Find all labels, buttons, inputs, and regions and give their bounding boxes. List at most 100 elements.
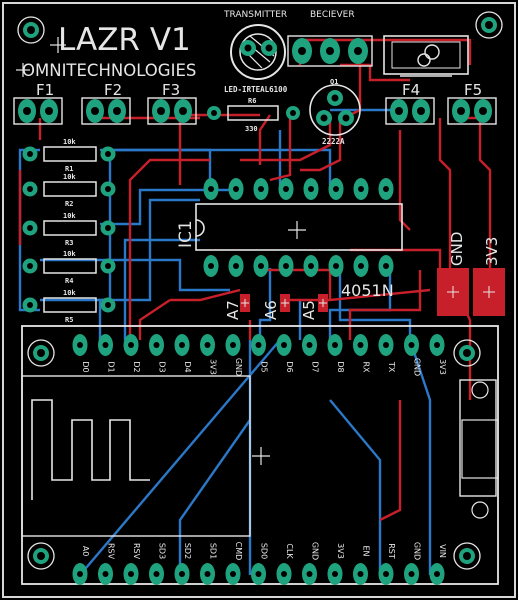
board-title: LAZR V1 xyxy=(58,22,191,58)
module-top-pin-label-11: RX xyxy=(362,361,371,373)
fuse-group: F1 F2 F3 F4 F5 xyxy=(13,81,497,125)
board-heading: LAZR V1 OMNITECHNOLOGIES xyxy=(16,22,196,80)
r6-value: 330 xyxy=(245,125,258,133)
module-bottom-pin-8: CLK xyxy=(276,543,294,585)
resistor-r6: R6 330 xyxy=(207,97,300,133)
power-pads: GND 3V3 xyxy=(437,232,505,316)
company-name: OMNITECHNOLOGIES xyxy=(22,61,196,80)
mounting-holes xyxy=(17,11,503,44)
module-bottom-pin-label-4: SD2 xyxy=(183,543,192,559)
r6-ref: R6 xyxy=(248,97,256,105)
mounting-hole-top-left xyxy=(17,16,45,44)
module-bottom-pin-10: 3V3 xyxy=(327,543,345,585)
svg-text:F1: F1 xyxy=(36,81,54,99)
module-bottom-pin-6: CMD xyxy=(225,542,243,585)
module-top-pin-6: GND xyxy=(225,334,243,376)
module-bottom-pin-label-9: GND xyxy=(311,542,320,560)
resistor-r2: 10k R2 xyxy=(22,173,116,208)
module-top-pin-label-10: D8 xyxy=(336,361,345,372)
module-bottom-pin-0: A0 xyxy=(72,546,90,585)
module-top-pin-1: D1 xyxy=(98,334,116,373)
module-bottom-pin-label-2: RSV xyxy=(132,543,141,560)
module-bottom-pin-label-12: RST xyxy=(387,543,396,559)
mounting-hole-module-tr xyxy=(453,339,481,367)
module-top-pin-label-0: D0 xyxy=(81,361,90,372)
module-top-pin-4: D4 xyxy=(174,334,192,373)
analog-pad-a7: A7 xyxy=(224,300,242,320)
module-bottom-pin-7: SD0 xyxy=(251,543,269,585)
fuse-f5: F5 xyxy=(447,81,497,125)
module-bottom-pin-label-5: SD1 xyxy=(209,543,218,559)
svg-text:10k: 10k xyxy=(63,173,76,181)
module-bottom-pin-label-3: SD3 xyxy=(158,543,167,559)
module-top-pin-7: D5 xyxy=(251,334,269,373)
fuse-f4: F4 xyxy=(385,81,435,125)
svg-text:R5: R5 xyxy=(65,316,73,324)
ic-label: IC1 xyxy=(176,220,196,248)
chip-label: 4051N xyxy=(341,281,394,300)
module-bottom-pin-14: VIN xyxy=(429,544,447,585)
module-top-pin-label-2: D2 xyxy=(132,361,141,372)
fuse-f3: F3 xyxy=(147,81,197,125)
module-bottom-pin-11: EN xyxy=(353,545,371,585)
analog-pads: A7 A6 A5 xyxy=(224,294,328,320)
fuse-f1: F1 xyxy=(13,81,63,125)
module-top-pin-label-5: 3V3 xyxy=(209,359,218,375)
module-top-pin-label-14: 3V3 xyxy=(438,359,447,375)
svg-text:10k: 10k xyxy=(63,250,76,258)
module-top-pin-label-7: D5 xyxy=(260,361,269,372)
module-top-pin-label-12: TX xyxy=(387,361,396,373)
antenna-icon xyxy=(31,399,150,500)
module-bottom-pin-1: RSV xyxy=(98,543,116,585)
fuse-f2: F2 xyxy=(81,81,131,125)
module-top-pin-label-1: D1 xyxy=(107,361,116,372)
module-bottom-pin-12: RST xyxy=(378,543,396,585)
svg-text:R4: R4 xyxy=(65,277,73,285)
module-top-pin-label-9: D7 xyxy=(311,361,320,372)
module-top-pin-label-3: D3 xyxy=(158,361,167,372)
module-bottom-pin-row: A0 RSV RSV SD3 SD2 SD1 CMD SD0 CLK GND 3V3 EN RST GND… xyxy=(72,542,447,585)
module-top-pin-0: D0 xyxy=(72,334,90,373)
module-bottom-pin-label-6: CMD xyxy=(234,542,243,561)
ic-4051n: IC1 4051N xyxy=(176,178,403,300)
ic-top-pins xyxy=(203,178,394,200)
module-top-pin-label-8: D6 xyxy=(285,361,294,372)
module-top-pin-label-4: D4 xyxy=(183,361,192,372)
module-bottom-pin-label-8: CLK xyxy=(285,543,294,559)
svg-text:F3: F3 xyxy=(162,81,180,99)
module-bottom-pin-label-14: VIN xyxy=(438,544,447,558)
svg-text:F2: F2 xyxy=(104,81,122,99)
module-bottom-pin-label-7: SD0 xyxy=(260,543,269,559)
module-bottom-pin-label-11: EN xyxy=(362,545,371,556)
module-top-pin-5: 3V3 xyxy=(200,334,218,375)
module-bottom-pin-3: SD3 xyxy=(149,543,167,585)
svg-text:10k: 10k xyxy=(63,138,76,146)
svg-text:R3: R3 xyxy=(65,239,73,247)
ic-bottom-pins xyxy=(203,255,394,277)
top-right-connector xyxy=(383,35,469,77)
module-top-pin-11: RX xyxy=(353,334,371,373)
transistor-q1: Q1 2222A xyxy=(309,78,361,146)
transistor-ref: Q1 xyxy=(330,78,338,86)
module-bottom-pin-label-0: A0 xyxy=(81,546,90,557)
mounting-hole-module-br xyxy=(453,542,481,570)
mounting-hole-module-tl xyxy=(27,339,55,367)
ir-led: LED-IRTEAL6100 TRANSMITTER xyxy=(223,10,288,94)
transmitter-label: TRANSMITTER xyxy=(223,10,287,20)
module-bottom-pin-label-10: 3V3 xyxy=(336,543,345,559)
module-top-pin-14: 3V3 xyxy=(429,334,447,375)
mounting-hole-module-bl xyxy=(27,542,55,570)
resistor-group: 10k R1 10k R2 10k R3 10k R4 xyxy=(22,138,116,324)
resistor-r5: 10k R5 xyxy=(22,289,116,324)
svg-text:R2: R2 xyxy=(65,200,73,208)
led-label: LED-IRTEAL6100 xyxy=(224,85,288,94)
module-bottom-pin-9: GND xyxy=(302,542,320,585)
resistor-r4: 10k R4 xyxy=(22,250,116,285)
svg-text:F5: F5 xyxy=(464,81,482,99)
analog-pad-a6: A6 xyxy=(262,300,280,320)
module-bottom-pin-label-13: GND xyxy=(413,542,422,560)
